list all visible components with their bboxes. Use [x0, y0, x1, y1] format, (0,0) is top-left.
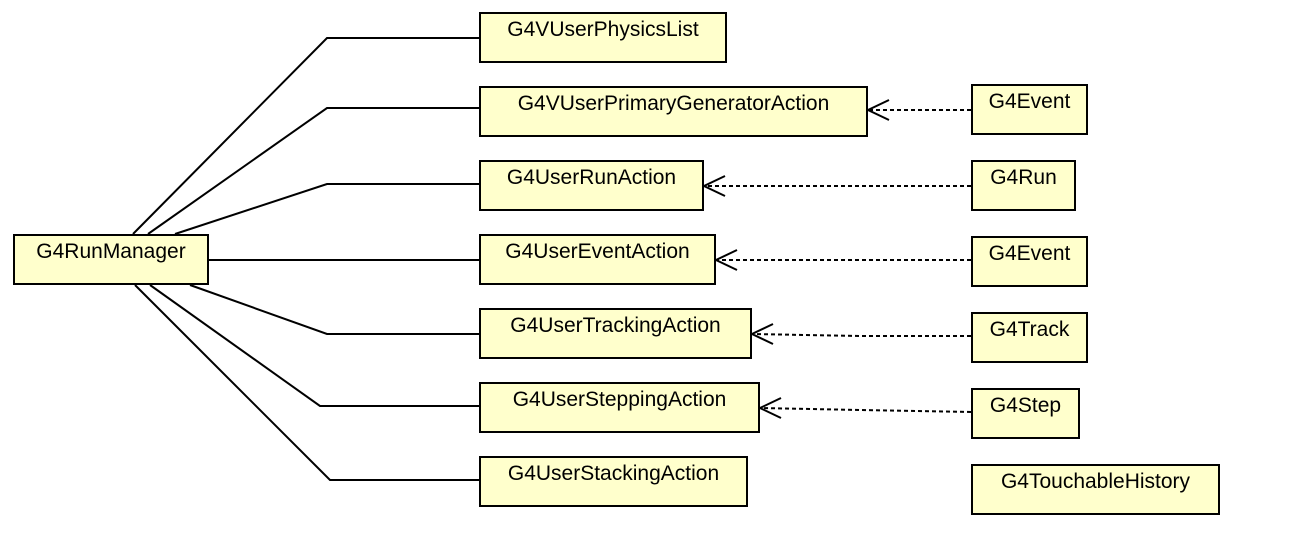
class-box-g4event-event-action: G4Event	[971, 236, 1088, 287]
association-line-physics-list	[132, 37, 480, 235]
dependency-line-step-stepping-action	[759, 407, 972, 413]
class-label: G4UserEventAction	[505, 240, 690, 263]
class-box-g4userrunaction: G4UserRunAction	[479, 160, 704, 211]
class-label: G4RunManager	[36, 240, 186, 263]
arrow-head-run-action	[701, 175, 726, 197]
class-label: G4UserRunAction	[506, 166, 677, 189]
class-box-g4userstackingaction: G4UserStackingAction	[479, 456, 748, 507]
class-box-g4step: G4Step	[971, 388, 1080, 439]
class-box-g4usersteppingaction: G4UserSteppingAction	[479, 382, 760, 433]
arrow-head-event-action	[713, 249, 738, 271]
class-label: G4Event	[988, 242, 1071, 265]
class-box-g4usereventaction: G4UserEventAction	[479, 234, 716, 285]
class-label: G4UserSteppingAction	[512, 388, 727, 411]
class-label: G4TouchableHistory	[1000, 470, 1191, 493]
arrow-head-tracking-action	[749, 323, 774, 345]
dependency-line-track-tracking-action	[751, 333, 971, 337]
class-label: G4VUserPrimaryGeneratorAction	[517, 92, 830, 115]
dependency-lines	[701, 99, 972, 419]
class-label: G4Event	[988, 90, 1071, 113]
association-line-stepping-action	[149, 284, 480, 407]
class-box-g4event-primary: G4Event	[971, 84, 1088, 135]
class-label: G4Track	[989, 318, 1070, 341]
class-box-g4usertrackingaction: G4UserTrackingAction	[479, 308, 752, 359]
class-label: G4Step	[989, 394, 1062, 417]
class-box-g4touchablehistory: G4TouchableHistory	[971, 464, 1220, 515]
arrow-head-primary	[865, 99, 890, 121]
class-box-g4vuserphysicslist: G4VUserPhysicsList	[479, 12, 727, 63]
class-label: G4UserTrackingAction	[510, 314, 721, 337]
class-label: G4UserStackingAction	[507, 462, 720, 485]
class-box-g4run: G4Run	[971, 160, 1076, 211]
arrow-head-stepping-action	[757, 397, 782, 419]
class-label: G4VUserPhysicsList	[507, 18, 699, 41]
association-line-tracking-action	[189, 284, 480, 335]
association-line-primary-generator	[147, 107, 480, 235]
association-line-stacking-action	[134, 284, 480, 481]
class-box-g4runmanager: G4RunManager	[13, 234, 209, 285]
class-box-g4track: G4Track	[971, 312, 1088, 363]
association-line-run-action	[174, 183, 480, 235]
class-label: G4Run	[990, 166, 1057, 189]
association-lines	[132, 37, 480, 481]
class-box-g4vuserprimarygeneratoraction: G4VUserPrimaryGeneratorAction	[479, 86, 868, 137]
